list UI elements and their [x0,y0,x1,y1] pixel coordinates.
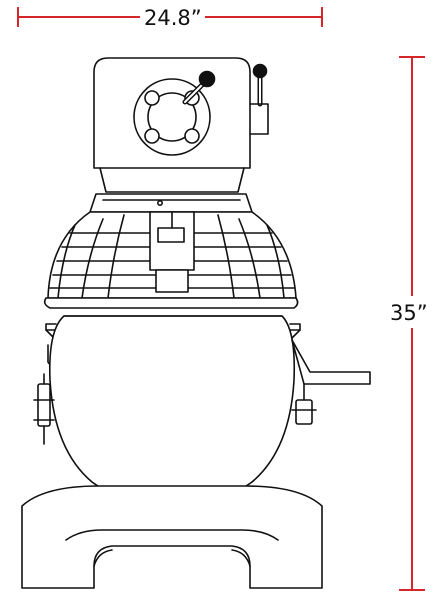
width-dimension-line [17,7,323,27]
hub-lever [182,70,216,105]
bowl-lift-crank[interactable] [291,339,371,425]
width-dimension-label: 24.8” [141,8,205,29]
mixing-bowl [48,315,296,507]
agitator-shaft [149,211,195,293]
left-bowl-clamp [33,373,55,445]
bowl-collar [89,193,253,213]
hub-knob [198,70,216,88]
height-dimension-line [399,56,425,591]
shifter-knob [252,63,268,79]
motor-head [93,57,251,193]
mixer-base [21,485,323,589]
bowl-rim [43,297,299,309]
height-dimension-label: 35” [390,300,428,327]
speed-shifter [249,63,269,135]
